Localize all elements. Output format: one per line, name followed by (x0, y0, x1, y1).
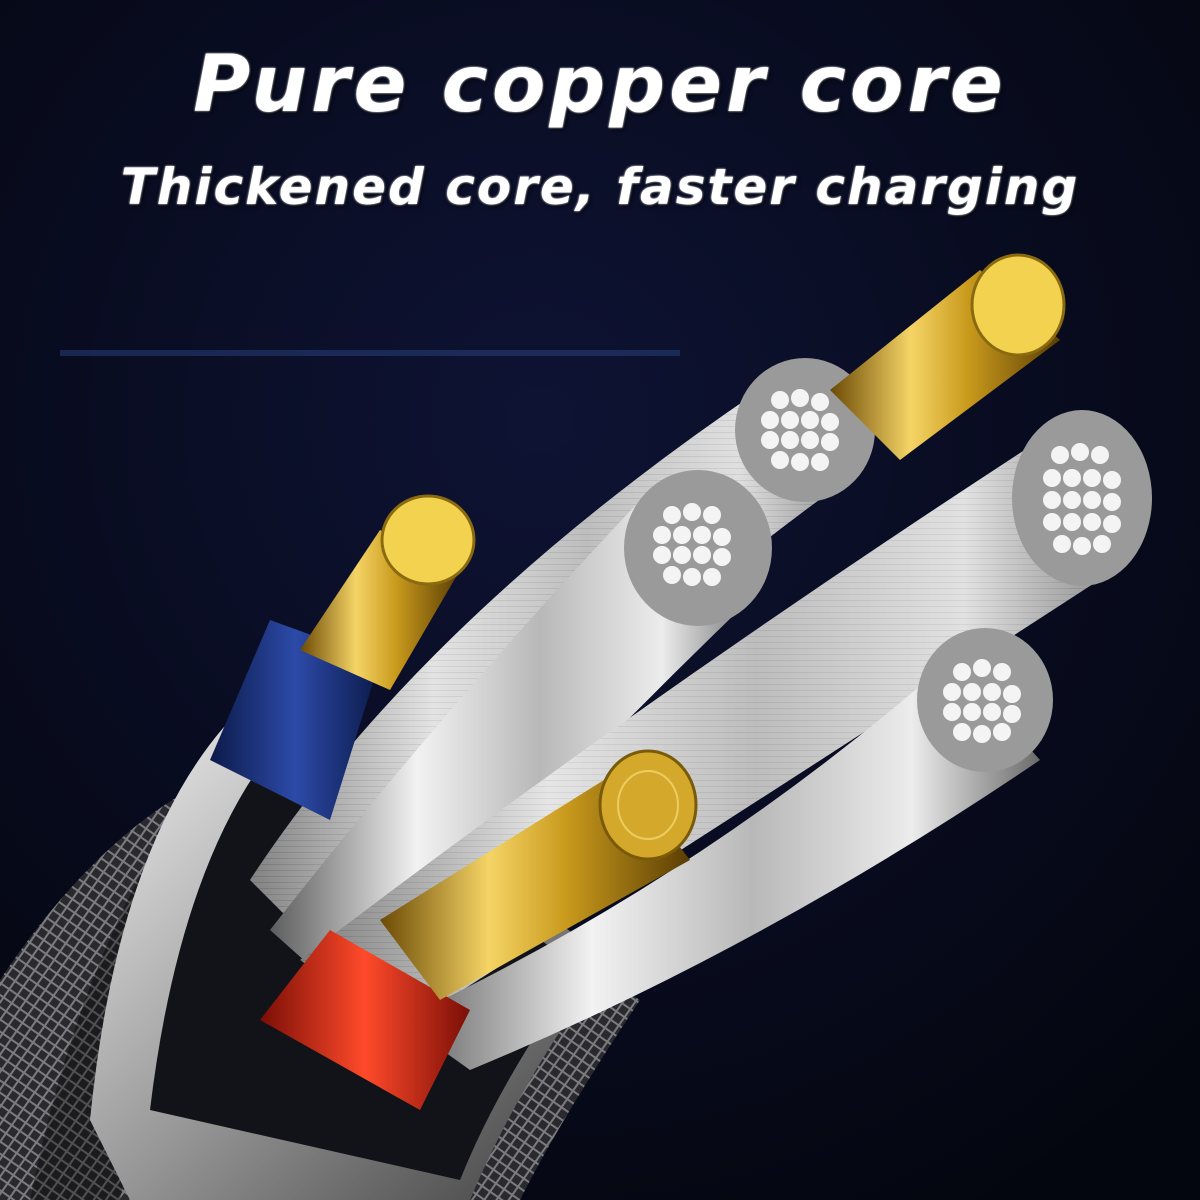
background-streak (60, 350, 680, 356)
strand-end-caps (624, 358, 1152, 772)
blue-insulated-conductor (210, 494, 476, 820)
headline-subtitle: Thickened core, faster charging (120, 158, 1080, 216)
red-insulated-conductor (260, 749, 698, 1110)
gold-conductor-icon (830, 253, 1066, 460)
headline-title: Pure copper core (193, 40, 1007, 130)
